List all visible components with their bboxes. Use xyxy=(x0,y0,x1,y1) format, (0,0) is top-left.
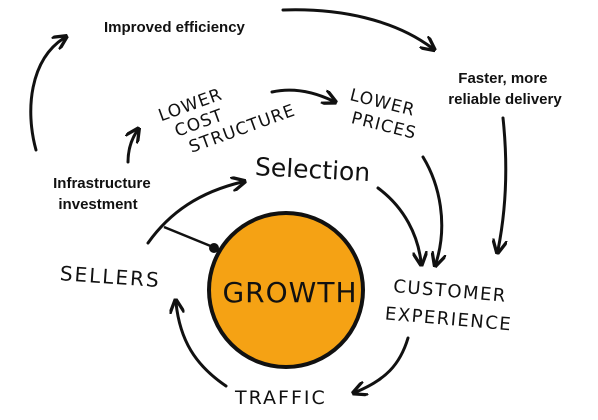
infrastructure-investment-label: Infrastructure investment xyxy=(53,175,155,213)
arrow-cost-to-prices xyxy=(270,88,333,101)
faster-delivery-label: Faster, more reliable delivery xyxy=(448,70,562,108)
arrow-efficiency-to-delivery xyxy=(281,8,432,48)
sellers-label: SELLERS xyxy=(59,261,161,292)
connector-infrastructure-to-wheel xyxy=(163,225,214,249)
arrow-selection-to-experience xyxy=(376,186,421,262)
arrow-infrastructure-to-efficiency xyxy=(29,38,64,152)
growth-label: GROWTH xyxy=(222,276,357,309)
arrow-traffic-to-sellers xyxy=(176,303,228,388)
infrastructure-line-1: Infrastructure xyxy=(53,175,151,192)
arrow-prices-to-experience xyxy=(421,155,442,263)
lower-cost-structure-label: LOWER COST STRUCTURE xyxy=(156,85,298,158)
customer-line: CUSTOMER xyxy=(392,276,507,307)
experience-line: EXPERIENCE xyxy=(384,303,513,335)
arrow-delivery-to-experience xyxy=(498,116,506,250)
traffic-label: TRAFFIC xyxy=(234,387,327,409)
lower-prices-label: LOWER PRICES xyxy=(348,85,419,144)
customer-experience-label: CUSTOMER EXPERIENCE xyxy=(384,276,515,336)
infrastructure-line-2: investment xyxy=(58,196,137,213)
growth-circle xyxy=(207,211,365,369)
arrow-infrastructure-to-cost xyxy=(128,131,137,164)
selection-label: Selection xyxy=(254,152,371,187)
faster-delivery-line-2: reliable delivery xyxy=(448,91,562,108)
faster-delivery-line-1: Faster, more xyxy=(458,70,547,87)
arrow-experience-to-traffic xyxy=(356,336,410,392)
connector-dot xyxy=(209,243,219,253)
improved-efficiency-label: Improved efficiency xyxy=(104,19,246,36)
arrow-sellers-to-selection xyxy=(146,182,242,245)
